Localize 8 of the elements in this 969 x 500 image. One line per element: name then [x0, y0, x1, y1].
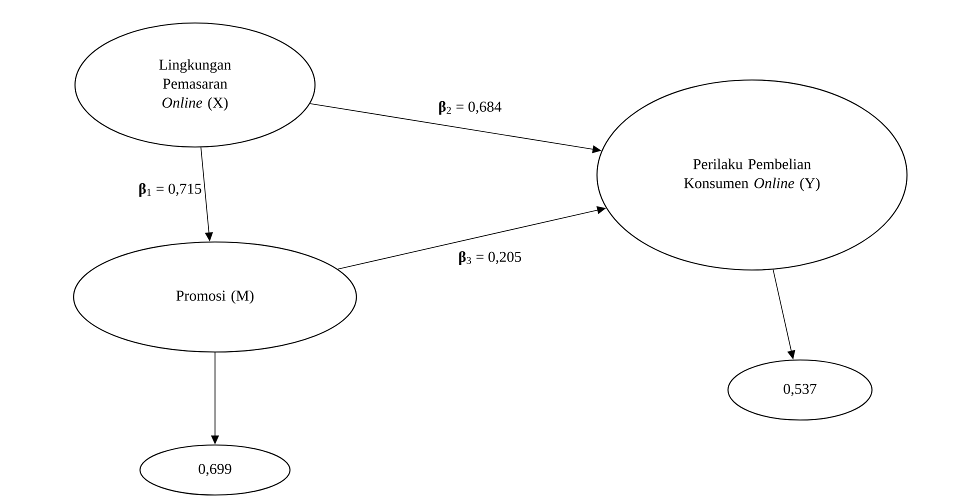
- ellipse-node: Lingkungan Pemasaran Online (X): [74, 22, 316, 148]
- ellipse-node: Promosi (M): [73, 241, 357, 353]
- edge-label: β$_{2}$ = 0,684: [437, 100, 503, 116]
- ellipse-node: Perilaku Pembelian Konsumen Online (Y): [596, 79, 908, 271]
- edge-label: β$_{1}$ = 0,715: [137, 182, 203, 198]
- ellipse-node: 0,537: [727, 359, 873, 421]
- ellipse-node: 0,699: [139, 444, 291, 496]
- edge-label: β$_{3}$ = 0,205: [457, 250, 523, 266]
